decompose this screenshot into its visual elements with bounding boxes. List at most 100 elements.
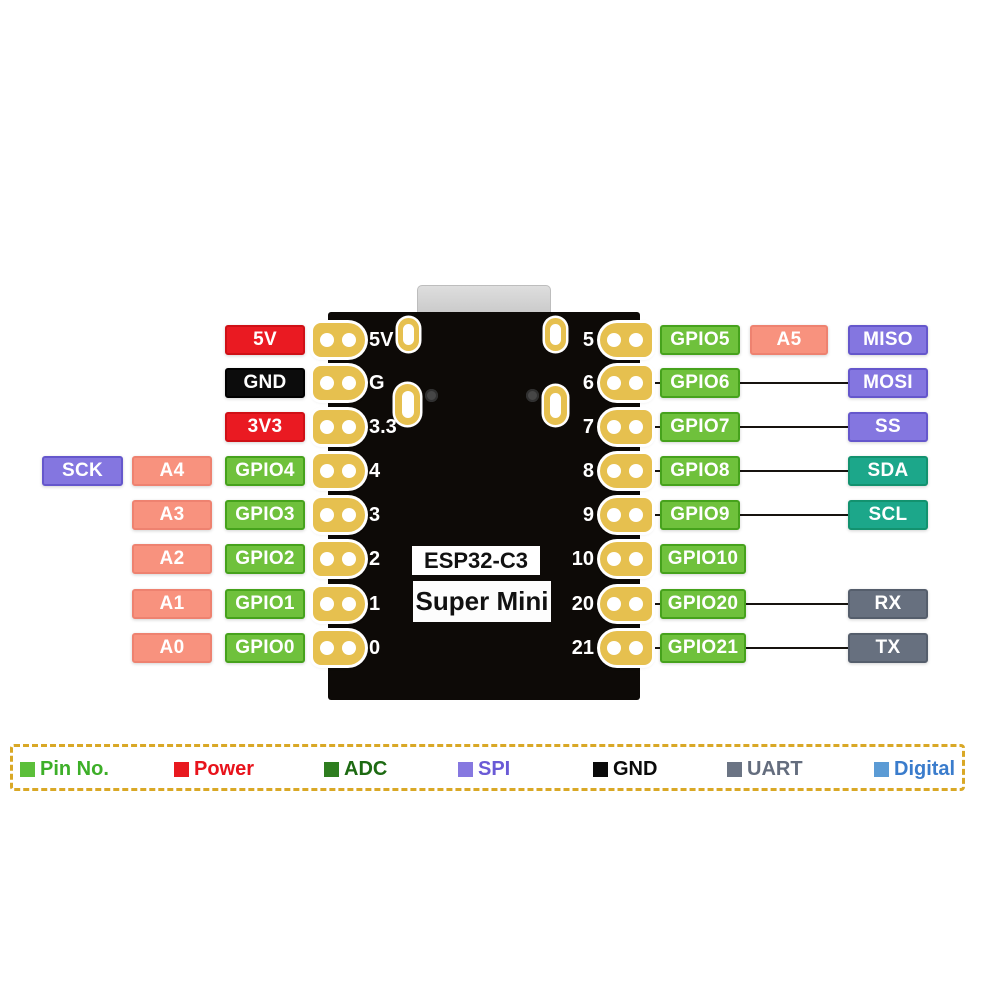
legend-label: GND: [613, 757, 658, 780]
solder-pad: [600, 366, 652, 400]
legend-label: Pin No.: [40, 757, 109, 780]
silk-label: 8: [582, 460, 594, 482]
uart-label-tx: TX: [848, 633, 928, 663]
gpio-label-gpio2: GPIO2: [225, 544, 305, 574]
legend-item-gnd: GND: [593, 757, 657, 781]
silk-label: 3.3: [369, 416, 397, 438]
silk-label: 2: [369, 548, 381, 570]
power-label-3v3: 3V3: [225, 412, 305, 442]
solder-pad: [313, 542, 365, 576]
solder-pad: [313, 410, 365, 444]
pin-row-gnd: GND G: [0, 366, 1000, 400]
pin-row-gpio3: A3 GPIO3 3: [0, 498, 1000, 532]
silk-label: G: [369, 372, 385, 394]
silk-label: 20: [571, 593, 594, 615]
connection-line: [651, 514, 850, 516]
mounting-slot: [544, 386, 567, 425]
legend-swatch-power: [174, 761, 189, 777]
mounting-slot: [398, 318, 419, 351]
analog-label-a5: A5: [750, 325, 828, 355]
pin-row-gpio9: 9 GPIO9 SCL: [0, 498, 1000, 532]
legend-label: Power: [194, 757, 255, 780]
analog-label-a0: A0: [132, 633, 212, 663]
solder-pad: [600, 542, 652, 576]
spi-label-sck: SCK: [42, 456, 123, 486]
spi-label-miso: MISO: [848, 325, 928, 355]
mounting-slot: [545, 318, 566, 351]
silk-label: 6: [582, 372, 594, 394]
solder-pad: [313, 587, 365, 621]
board-dot: [526, 389, 539, 402]
pin-row-gpio8: 8 GPIO8 SDA: [0, 454, 1000, 488]
connection-line: [651, 426, 850, 428]
pin-row-gpio5: 5 GPIO5 A5 MISO: [0, 323, 1000, 357]
chip-variant-label: Super Mini: [413, 581, 551, 622]
solder-pad: [600, 454, 652, 488]
legend-label: Digital: [894, 757, 956, 780]
pin-row-gpio10: 10 GPIO10: [0, 542, 1000, 576]
legend-item-uart: UART: [727, 757, 803, 781]
legend-item-digital: Digital: [874, 757, 955, 781]
gpio-label-gpio6: GPIO6: [660, 368, 740, 398]
i2c-label-scl: SCL: [848, 500, 928, 530]
i2c-label-sda: SDA: [848, 456, 928, 486]
solder-pad: [600, 410, 652, 444]
spi-label-ss: SS: [848, 412, 928, 442]
gpio-label-gpio5: GPIO5: [660, 325, 740, 355]
legend-label: SPI: [478, 757, 511, 780]
solder-pad: [600, 323, 652, 357]
pin-row-gpio7: 7 GPIO7 SS: [0, 410, 1000, 444]
solder-pad: [600, 587, 652, 621]
pin-row-gpio0: A0 GPIO0 0: [0, 631, 1000, 665]
pin-row-gpio6: 6 GPIO6 MOSI: [0, 366, 1000, 400]
board: ESP32-C3 Super Mini: [328, 312, 640, 700]
legend-item-adc: ADC: [324, 757, 387, 781]
legend-swatch-digital: [874, 761, 889, 777]
gpio-label-gpio7: GPIO7: [660, 412, 740, 442]
silk-label: 5V: [369, 329, 394, 351]
solder-pad: [313, 631, 365, 665]
gpio-label-gpio10: GPIO10: [660, 544, 746, 574]
pin-row-gpio2: A2 GPIO2 2: [0, 542, 1000, 576]
solder-pad: [600, 631, 652, 665]
legend: [10, 744, 965, 791]
legend-label: ADC: [344, 757, 388, 780]
gpio-label-gpio9: GPIO9: [660, 500, 740, 530]
legend-swatch-pin-no: [20, 761, 35, 777]
silk-label: 10: [571, 548, 594, 570]
legend-swatch-uart: [727, 761, 742, 777]
gpio-label-gpio0: GPIO0: [225, 633, 305, 663]
legend-swatch-spi: [458, 761, 473, 777]
legend-swatch-gnd: [593, 761, 608, 777]
silk-label: 21: [571, 637, 594, 659]
silk-label: 1: [369, 593, 381, 615]
solder-pad: [600, 498, 652, 532]
gpio-label-gpio4: GPIO4: [225, 456, 305, 486]
analog-label-a2: A2: [132, 544, 212, 574]
pin-row-gpio20: 20 GPIO20 RX: [0, 587, 1000, 621]
analog-label-a3: A3: [132, 500, 212, 530]
pin-row-gpio4: SCK A4 GPIO4 4: [0, 454, 1000, 488]
gpio-label-gpio3: GPIO3: [225, 500, 305, 530]
legend-swatch-adc: [324, 761, 339, 777]
legend-item-spi: SPI: [458, 757, 510, 781]
pin-row-3v3: 3V3 3.3: [0, 410, 1000, 444]
silk-label: 5: [582, 329, 594, 351]
silk-label: 0: [369, 637, 381, 659]
silk-label: 9: [582, 504, 594, 526]
solder-pad: [313, 454, 365, 488]
legend-item-power: Power: [174, 757, 254, 781]
solder-pad: [313, 323, 365, 357]
connection-line: [651, 647, 850, 649]
pin-row-5v: 5V 5V: [0, 323, 1000, 357]
legend-label: UART: [747, 757, 803, 780]
gnd-label: GND: [225, 368, 305, 398]
uart-label-rx: RX: [848, 589, 928, 619]
legend-item-pin-no: Pin No.: [20, 757, 109, 781]
silk-label: 3: [369, 504, 381, 526]
pin-row-gpio1: A1 GPIO1 1: [0, 587, 1000, 621]
silk-label: 7: [582, 416, 594, 438]
silk-label: 4: [369, 460, 381, 482]
spi-label-mosi: MOSI: [848, 368, 928, 398]
analog-label-a1: A1: [132, 589, 212, 619]
